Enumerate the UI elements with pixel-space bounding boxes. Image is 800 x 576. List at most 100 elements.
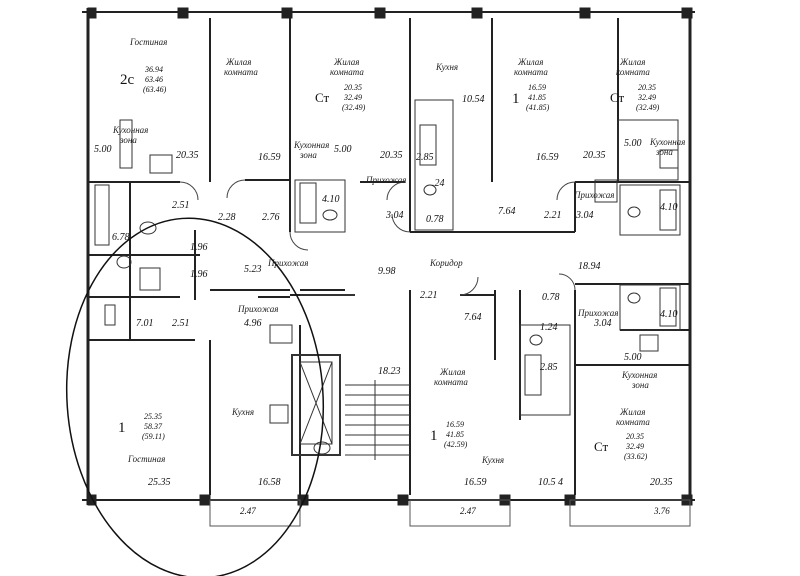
room-area: 5.00	[624, 138, 642, 149]
room-area: 16.58	[258, 477, 281, 488]
room-labels: Гостиная Жилая комната Жилая комната Кух…	[112, 37, 685, 465]
apartment-area: 16.59	[528, 83, 546, 92]
room-area: 5.00	[94, 144, 112, 155]
room-area: 2.85	[540, 362, 558, 373]
room-area: 18.94	[578, 261, 601, 272]
apartment-area: 58.37	[144, 422, 163, 431]
room-area: 7.64	[498, 206, 516, 217]
room-area: .24	[432, 178, 445, 189]
room-area: 16.59	[536, 152, 559, 163]
balcony-area: 2.47	[460, 506, 476, 516]
room-area: 10.54	[462, 94, 485, 105]
apartment-area: 36.94	[144, 65, 163, 74]
room-label: комната	[224, 67, 258, 77]
apartment-area: (42.59)	[444, 440, 468, 449]
room-area: 20.35	[650, 477, 673, 488]
apartment-badges: 2с 36.94 63.46 (63.46) Ст 20.35 32.49 (3…	[118, 65, 660, 461]
room-label: Жилая	[619, 407, 645, 417]
room-label: зона	[655, 147, 673, 157]
apartment-type: Ст	[610, 90, 624, 105]
room-label: Гостиная	[127, 454, 165, 464]
apartment-area: 63.46	[145, 75, 163, 84]
room-area: 7.01	[136, 318, 154, 329]
balcony-area: 3.76	[653, 506, 670, 516]
room-area: 3.04	[593, 318, 612, 329]
apartment-type: 1	[430, 428, 438, 444]
apartment-area: 32.49	[343, 93, 362, 102]
apartment-area: 32.49	[637, 93, 656, 102]
apartment-area: 41.85	[528, 93, 546, 102]
room-area: 7.64	[464, 312, 482, 323]
room-area: 4.10	[660, 202, 678, 213]
room-area: 1.24	[540, 322, 558, 333]
room-area: 5.00	[334, 144, 352, 155]
room-label: Прихожая	[267, 258, 308, 268]
room-area: 2.85	[416, 152, 434, 163]
apartment-type: 2с	[120, 72, 135, 88]
apartment-type: Ст	[315, 90, 329, 105]
highlight-circle	[65, 217, 325, 576]
room-area: 4.10	[660, 309, 678, 320]
apartment-area: 41.85	[446, 430, 464, 439]
room-area: 2.51	[172, 318, 190, 329]
interior-walls	[88, 18, 690, 495]
room-label: Жилая	[439, 367, 465, 377]
room-label: Жилая	[517, 57, 543, 67]
room-label: Кухонная	[649, 137, 685, 147]
room-area: 9.98	[378, 266, 396, 277]
apartment-area: 25.35	[144, 412, 162, 421]
room-area: 2.21	[420, 290, 438, 301]
room-label: Прихожая	[573, 190, 614, 200]
apartment-area: (63.46)	[143, 85, 167, 94]
room-area: 18.23	[378, 366, 401, 377]
balconies	[209, 499, 691, 527]
room-label: комната	[330, 67, 364, 77]
room-area: 10.5 4	[538, 477, 563, 488]
room-area: 16.59	[464, 477, 487, 488]
room-label: Кухонная	[293, 140, 329, 150]
room-label: зона	[631, 380, 649, 390]
room-area: 5.00	[624, 352, 642, 363]
room-area: 5.23	[244, 264, 262, 275]
room-label: Жилая	[619, 57, 645, 67]
room-label: Кухонная	[112, 125, 148, 135]
room-area: 20.35	[176, 150, 199, 161]
room-area: 25.35	[148, 477, 171, 488]
room-label: комната	[616, 67, 650, 77]
room-label: комната	[514, 67, 548, 77]
fixtures	[94, 99, 681, 424]
outer-walls	[82, 7, 695, 506]
apartment-area: 16.59	[446, 420, 464, 429]
apartment-type: 1	[118, 420, 126, 436]
room-label: зона	[299, 150, 317, 160]
room-label: Коридор	[429, 258, 463, 268]
room-areas: 5.00 20.35 16.59 5.00 20.35 10.54 16.59 …	[94, 94, 678, 516]
apartment-type: 1	[512, 91, 520, 107]
apartment-area: (59.11)	[142, 432, 165, 441]
apartment-area: (41.85)	[526, 103, 550, 112]
room-label: Жилая	[225, 57, 251, 67]
room-label: Прихожая	[577, 308, 618, 318]
room-area: 0.78	[426, 214, 444, 225]
room-label: комната	[616, 417, 650, 427]
room-area: 1.96	[190, 242, 208, 253]
room-label: комната	[434, 377, 468, 387]
room-area: 20.35	[380, 150, 403, 161]
room-area: 0.78	[542, 292, 560, 303]
apartment-type: Ст	[594, 439, 608, 454]
room-label: Прихожая	[237, 304, 278, 314]
room-area: 20.35	[583, 150, 606, 161]
room-area: 2.21	[544, 210, 562, 221]
room-label: зона	[119, 135, 137, 145]
room-label: Кухонная	[621, 370, 657, 380]
room-label: Кухня	[435, 62, 458, 72]
apartment-area: 20.35	[344, 83, 362, 92]
room-label: Прихожая	[365, 175, 406, 185]
room-area: 3.04	[385, 210, 404, 221]
apartment-area: (33.62)	[624, 452, 648, 461]
balcony-area: 2.47	[240, 506, 256, 516]
apartment-area: 20.35	[638, 83, 656, 92]
apartment-area: (32.49)	[636, 103, 660, 112]
room-area: 4.10	[322, 194, 340, 205]
